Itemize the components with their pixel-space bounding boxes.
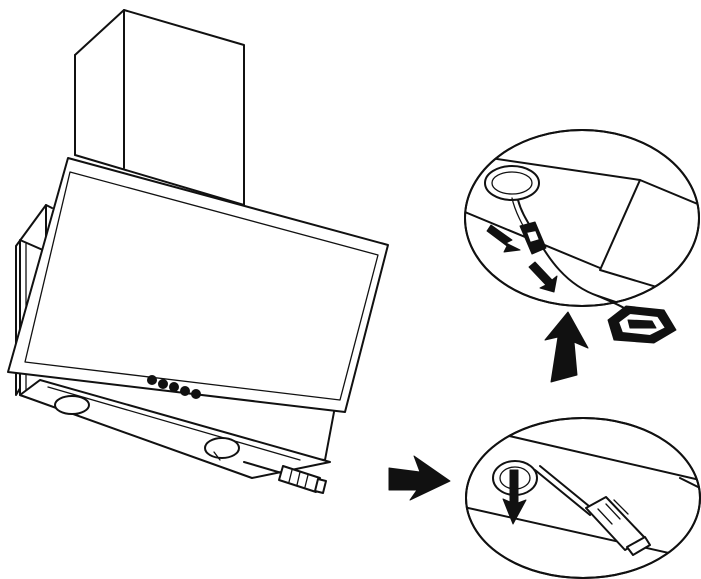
wire-connector-icon — [519, 221, 547, 255]
screwdriver-icon — [243, 461, 327, 494]
chimney — [74, 9, 245, 206]
control-button-2[interactable] — [158, 379, 168, 389]
detail-view-remove-ring — [465, 417, 701, 579]
control-button-1[interactable] — [147, 375, 157, 385]
glass-panel — [7, 157, 389, 413]
detail-view-disconnect-wire — [464, 129, 700, 344]
control-button-3[interactable] — [169, 382, 179, 392]
arrow-right-icon — [388, 455, 451, 501]
control-button-4[interactable] — [180, 386, 190, 396]
arrow-down-icon — [502, 469, 527, 525]
arrow-up-icon — [544, 311, 589, 383]
cooker-hood-icon — [7, 9, 389, 494]
filter-ring-left — [54, 395, 90, 415]
screwdriver-detail-icon — [534, 465, 651, 556]
control-button-5[interactable] — [191, 389, 201, 399]
filter-ring-right — [204, 437, 240, 459]
hood-underside — [19, 379, 331, 479]
double-arrow-icon — [486, 224, 558, 293]
control-buttons — [147, 375, 201, 399]
cable-clamp-outside — [597, 295, 677, 344]
